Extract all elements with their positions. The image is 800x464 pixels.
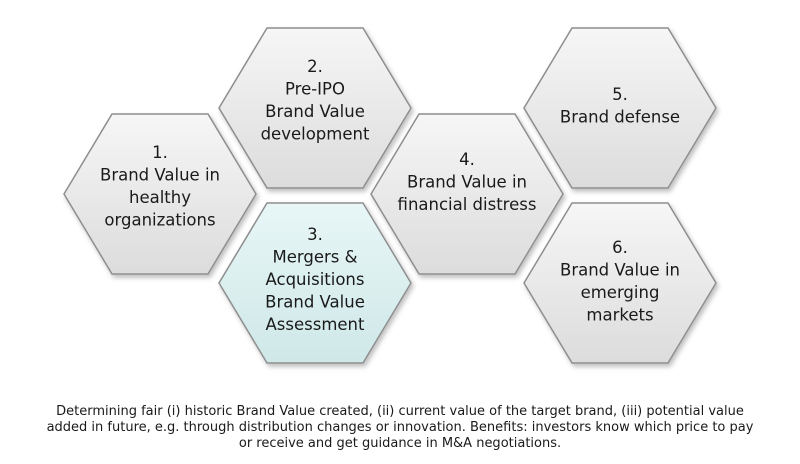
hex-2-label-line: Brand Value — [265, 102, 365, 121]
hex-1-shape — [63, 113, 257, 275]
hex-4-label-line: Brand Value in — [407, 173, 527, 192]
hex-4-shape — [370, 113, 564, 275]
hex-1-label-line: organizations — [104, 211, 215, 230]
hex-6-shape — [523, 202, 717, 364]
hex-5-label-line: Brand defense — [560, 108, 680, 127]
hex-6-label-line: markets — [586, 306, 653, 325]
hex-1: 1. Brand Value in healthy organizations — [63, 113, 257, 275]
hex-6: 6. Brand Value in emerging markets — [523, 202, 717, 364]
hex-5-label: 5. Brand defense — [560, 85, 680, 127]
hex-6-label-line: emerging — [581, 283, 660, 302]
hex-3-label-line: 3. — [307, 225, 323, 244]
hex-6-label-line: Brand Value in — [560, 261, 680, 280]
hex-4-label-line: financial distress — [398, 195, 537, 214]
hex-4: 4. Brand Value in financial distress — [370, 113, 564, 275]
hex-3-label-line: Mergers & — [273, 248, 358, 267]
hex-5: 5. Brand defense — [523, 27, 717, 189]
hex-3-label-line: Acquisitions — [266, 270, 365, 289]
hex-3-label-line: Assessment — [266, 315, 366, 334]
hex-6-label: 6. Brand Value in emerging markets — [560, 238, 680, 325]
hex-5-shape — [523, 27, 717, 189]
hex-1-label-line: Brand Value in — [100, 166, 220, 185]
hex-6-label-line: 6. — [612, 238, 628, 257]
hex-1-label-line: 1. — [152, 143, 168, 162]
hex-2-label-line: 2. — [307, 57, 323, 76]
hex-1-label: 1. Brand Value in healthy organizations — [100, 143, 220, 230]
hex-2: 2. Pre-IPO Brand Value development — [218, 27, 412, 189]
hex-4-label-line: 4. — [459, 150, 475, 169]
hexagon-diagram: 1. Brand Value in healthy organizations 2. Pr… — [63, 27, 717, 364]
hex-2-label: 2. Pre-IPO Brand Value development — [261, 57, 370, 144]
hex-5-label-line: 5. — [612, 85, 628, 104]
hex-3-label-line: Brand Value — [265, 293, 365, 312]
hex-3-shape — [218, 202, 412, 364]
hex-4-label: 4. Brand Value in financial distress — [398, 150, 537, 214]
hex-1-label-line: healthy — [129, 188, 191, 207]
description-caption: Determining fair (i) historic Brand Valu… — [46, 404, 754, 451]
hex-2-shape — [218, 27, 412, 189]
hex-2-label-line: development — [261, 125, 370, 144]
hex-2-label-line: Pre-IPO — [285, 80, 345, 99]
